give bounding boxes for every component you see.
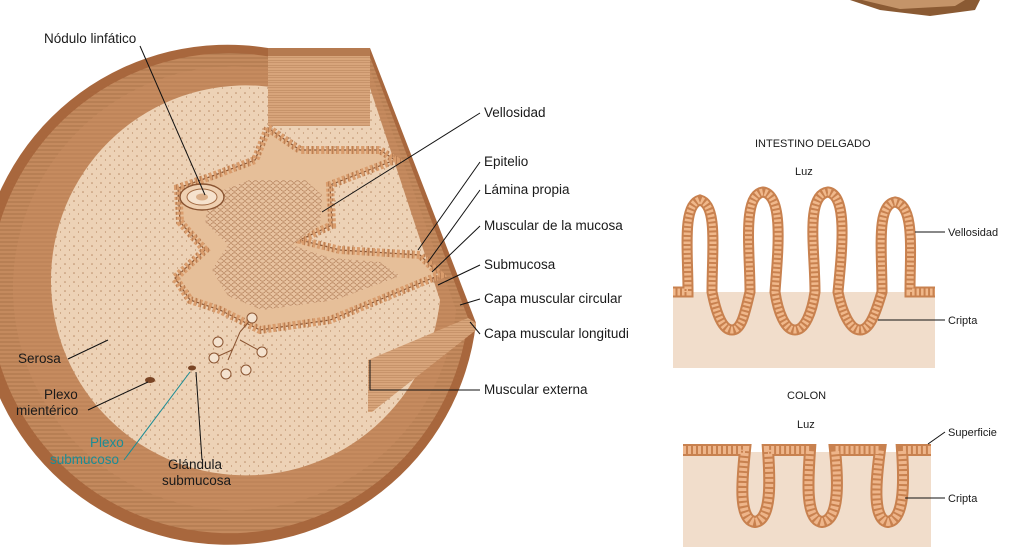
myenteric-plexus <box>145 377 155 383</box>
label-capa-longitudinal: Capa muscular longitudi <box>484 326 629 341</box>
colon-title: COLON <box>787 390 826 402</box>
wall-section <box>0 44 476 545</box>
small-intestine-panel: INTESTINO DELGADO Luz Vellosidad Cripta <box>673 138 998 368</box>
label-glandula-2: submucosa <box>162 473 232 488</box>
label-capa-circular: Capa muscular circular <box>484 291 623 306</box>
wall-end-block <box>368 318 476 412</box>
wall-corner-block <box>268 48 370 126</box>
si-crypt-label: Cripta <box>948 315 978 327</box>
label-submucosa: Submucosa <box>484 257 556 272</box>
lymphatic-nodule <box>179 183 225 211</box>
si-title: INTESTINO DELGADO <box>755 138 871 150</box>
colon-lumen: Luz <box>797 419 815 431</box>
label-plexo-submucoso-2: submucoso <box>50 452 119 467</box>
label-plexo-mienterico-1: Plexo <box>44 387 78 402</box>
label-plexo-mienterico-2: mientérico <box>16 403 78 418</box>
label-muscular-externa: Muscular externa <box>484 382 588 397</box>
label-epitelio: Epitelio <box>484 154 528 169</box>
label-lamina: Lámina propia <box>484 182 570 197</box>
colon-panel: COLON Luz Superficie Cripta <box>683 390 997 547</box>
si-villus-label: Vellosidad <box>948 227 998 239</box>
label-vellosidad: Vellosidad <box>484 105 546 120</box>
epithelium-edge <box>169 121 448 335</box>
label-glandula-1: Glándula <box>168 457 223 472</box>
label-plexo-submucoso-1: Plexo <box>90 435 124 450</box>
wall-leader-lines <box>67 45 481 461</box>
label-muscular-mucosa: Muscular de la mucosa <box>484 218 623 233</box>
submucosal-gland <box>208 312 268 380</box>
colon-crypt-label: Cripta <box>948 493 978 505</box>
label-nodulo: Nódulo linfático <box>44 31 136 46</box>
lamina-propia-mass <box>205 180 400 310</box>
label-serosa: Serosa <box>18 351 61 366</box>
si-lumen: Luz <box>795 166 813 178</box>
submucosal-plexus <box>188 365 196 371</box>
colon-surface-label: Superficie <box>948 427 997 439</box>
wall-labels: Nódulo linfático Vellosidad Epitelio Lám… <box>16 31 629 488</box>
